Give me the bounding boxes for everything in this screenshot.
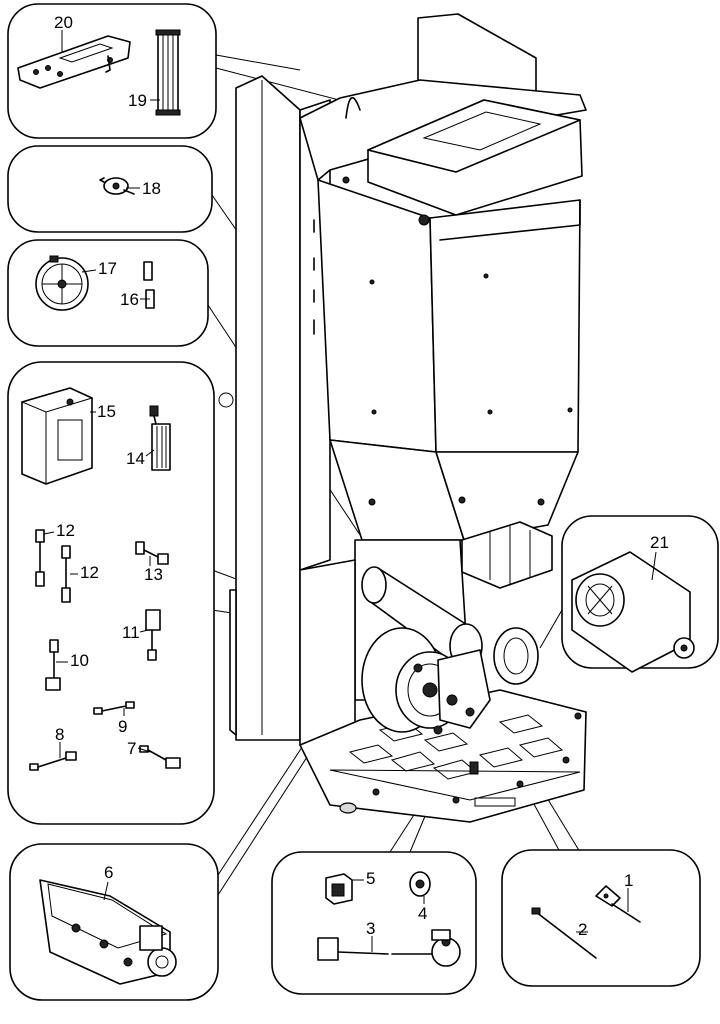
pressure-switch-part bbox=[35, 255, 89, 311]
group-display-panel: 20 19 bbox=[7, 3, 217, 139]
callout-21: 21 bbox=[650, 533, 669, 552]
callout-6: 6 bbox=[104, 863, 113, 882]
blower-fan bbox=[361, 627, 491, 735]
part-4 bbox=[409, 871, 431, 897]
group-tangential-fan: 21 bbox=[561, 515, 719, 673]
connector-12b-part bbox=[61, 545, 71, 603]
callout-20: 20 bbox=[54, 13, 73, 32]
callout-17: 17 bbox=[98, 259, 117, 278]
group-pressure-switch: 17 16 bbox=[7, 239, 209, 347]
callout-10: 10 bbox=[70, 651, 89, 670]
callout-11: 11 bbox=[122, 623, 140, 642]
thermostat-part bbox=[99, 177, 135, 195]
callout-8: 8 bbox=[55, 725, 64, 744]
bracket-part-1 bbox=[595, 885, 641, 923]
callout-12-lower: 12 bbox=[80, 563, 99, 582]
callout-19: 19 bbox=[128, 91, 147, 110]
display-board-part bbox=[17, 35, 131, 89]
callout-16: 16 bbox=[120, 290, 139, 309]
callout-1: 1 bbox=[624, 871, 633, 890]
group-ash-fan: 6 bbox=[9, 843, 219, 1001]
callout-14: 14 bbox=[126, 449, 145, 468]
part-5 bbox=[325, 873, 353, 905]
connector-10-part bbox=[45, 639, 61, 691]
ribbon-cable-part bbox=[155, 29, 181, 116]
callout-18: 18 bbox=[142, 179, 161, 198]
callout-5: 5 bbox=[366, 869, 375, 888]
wiring-harness-14-part bbox=[149, 405, 171, 471]
connector-12a-part bbox=[35, 529, 45, 587]
geared-motor bbox=[461, 521, 553, 589]
probe-part-2 bbox=[531, 907, 597, 959]
control-board-part bbox=[20, 387, 94, 485]
callout-7: 7 bbox=[127, 739, 136, 758]
connector-8-part bbox=[29, 751, 77, 771]
callout-2: 2 bbox=[578, 920, 587, 939]
group-igniter: 5 4 3 bbox=[271, 851, 477, 995]
callout-9: 9 bbox=[118, 717, 127, 736]
group-electronics: 15 14 12 12 13 11 10 9 8 7 bbox=[7, 361, 215, 825]
callout-3: 3 bbox=[366, 919, 375, 938]
ash-fan-part bbox=[39, 879, 177, 985]
connector-9-part bbox=[93, 701, 135, 715]
callout-15: 15 bbox=[97, 402, 116, 421]
group-thermostat: 18 bbox=[7, 145, 213, 233]
stove-body bbox=[218, 13, 587, 823]
connector-13-part bbox=[135, 541, 169, 565]
connector-11-part bbox=[145, 609, 161, 661]
igniter-part-3 bbox=[317, 929, 461, 967]
callout-12-upper: 12 bbox=[56, 521, 75, 540]
tangential-fan-part bbox=[571, 551, 695, 673]
callout-13: 13 bbox=[144, 565, 163, 584]
callout-4: 4 bbox=[418, 904, 427, 923]
group-probes: 2 1 bbox=[501, 849, 701, 987]
